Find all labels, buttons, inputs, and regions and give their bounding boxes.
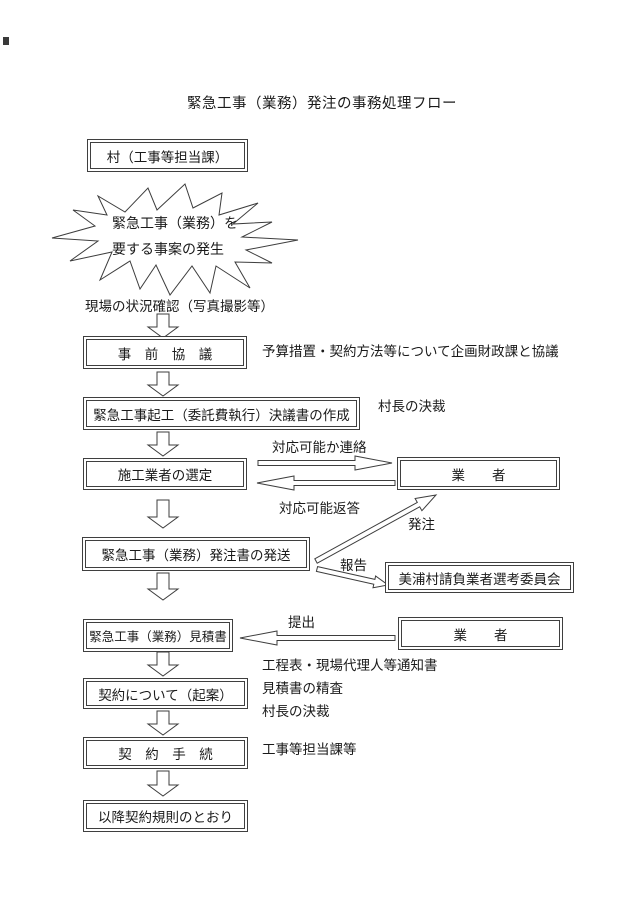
arrow-down-1 [146, 313, 180, 339]
box-contractor-2-label: 業 者 [401, 620, 560, 647]
arrow-down-6 [146, 651, 180, 677]
box-after-rules-label: 以降契約規則のとおり [86, 803, 245, 829]
starburst-line2: 要する事案の発生 [112, 243, 224, 258]
note-dept: 工事等担当課等 [262, 742, 357, 757]
arrow-diagonal-report [315, 566, 390, 589]
note-schedule: 工程表・現場代理人等通知書 [262, 658, 438, 673]
note-consult: 予算措置・契約方法等について企画財政課と協議 [262, 344, 559, 359]
box-decision-doc: 緊急工事起工（委託費執行）決議書の作成 [83, 397, 360, 430]
starburst-shape [51, 183, 299, 296]
label-order: 発注 [408, 517, 435, 532]
note-mayor-approval-2: 村長の決裁 [262, 704, 330, 719]
box-contract-proc: 契 約 手 続 [83, 737, 248, 769]
box-village: 村（工事等担当課） [87, 139, 248, 172]
box-after-rules: 以降契約規則のとおり [83, 800, 248, 832]
arrow-left-submit [239, 630, 396, 646]
box-prior-consult: 事 前 協 議 [83, 336, 247, 369]
note-mayor-approval-1: 村長の決裁 [378, 399, 446, 414]
arrow-down-5 [146, 572, 180, 601]
arrow-down-8 [146, 770, 180, 797]
arrow-down-2 [146, 371, 180, 397]
box-select-contractor: 施工業者の選定 [83, 458, 247, 490]
box-contractor-1: 業 者 [397, 457, 560, 490]
label-site-check: 現場の状況確認（写真撮影等） [85, 299, 274, 314]
box-order-send: 緊急工事（業務）発注書の発送 [82, 537, 310, 571]
label-report: 報告 [340, 558, 367, 573]
box-contract-draft: 契約について（起案） [83, 678, 248, 709]
arrow-right-contact [257, 455, 393, 471]
box-committee: 美浦村請負業者選考委員会 [385, 562, 574, 593]
label-reply: 対応可能返答 [279, 501, 360, 516]
box-decision-doc-label: 緊急工事起工（委託費執行）決議書の作成 [86, 400, 357, 427]
box-committee-label: 美浦村請負業者選考委員会 [388, 565, 571, 590]
box-select-contractor-label: 施工業者の選定 [86, 461, 244, 487]
arrow-diagonal-order [314, 494, 438, 564]
box-contract-draft-label: 契約について（起案） [86, 681, 245, 706]
box-estimate-label: 緊急工事（業務）見積書 [86, 622, 230, 649]
box-order-send-label: 緊急工事（業務）発注書の発送 [85, 540, 307, 568]
scan-artifact-mark [3, 37, 9, 45]
starburst-text: 緊急工事（業務）を 要する事案の発生 [112, 212, 238, 264]
label-contact: 対応可能か連絡 [272, 440, 367, 455]
page-title: 緊急工事（業務）発注の事務処理フロー [187, 96, 457, 112]
arrow-down-4 [146, 499, 180, 529]
arrow-down-3 [146, 431, 180, 457]
label-submit: 提出 [288, 615, 315, 630]
arrow-down-7 [146, 710, 180, 736]
starburst-line1: 緊急工事（業務）を [112, 217, 238, 232]
box-village-label: 村（工事等担当課） [90, 142, 245, 169]
box-contractor-2: 業 者 [398, 617, 563, 650]
arrow-left-reply [256, 475, 396, 491]
box-prior-consult-label: 事 前 協 議 [86, 339, 244, 366]
box-contractor-1-label: 業 者 [400, 460, 557, 487]
note-estimate-review: 見積書の精査 [262, 681, 343, 696]
box-estimate: 緊急工事（業務）見積書 [83, 619, 233, 652]
box-contract-proc-label: 契 約 手 続 [86, 740, 245, 766]
